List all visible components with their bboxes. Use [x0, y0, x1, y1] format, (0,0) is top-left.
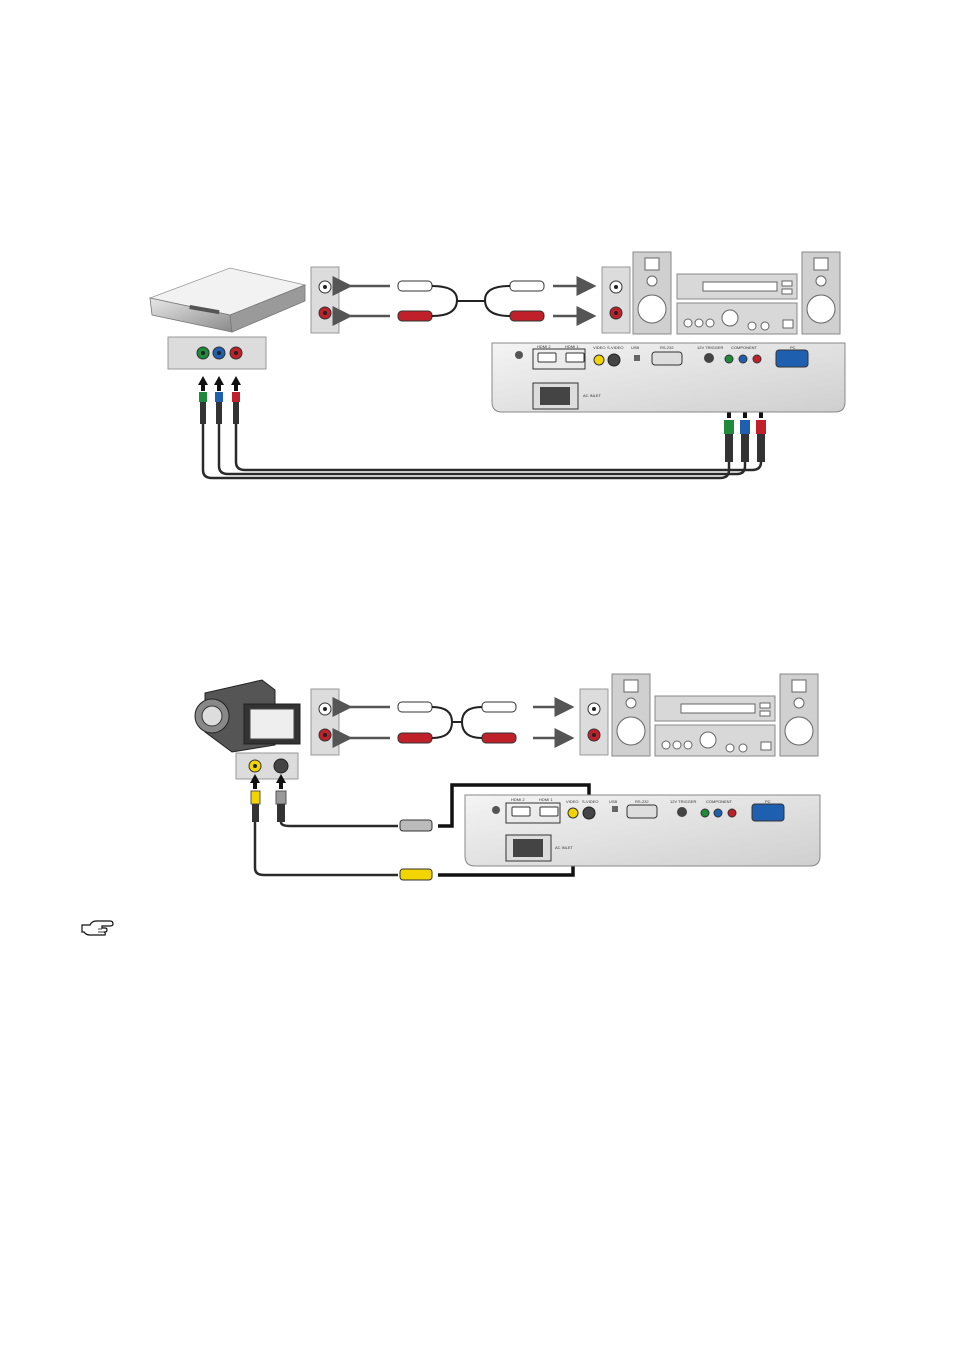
- svideo-lead: [438, 783, 591, 828]
- arrows-into-source: [198, 376, 241, 391]
- label-ac-inlet: AC INLET: [583, 393, 602, 398]
- camcorder-plugs: [250, 790, 287, 822]
- label-component: COMPONENT: [731, 345, 758, 350]
- label-hdmi2: HDMI 2: [537, 344, 551, 349]
- label2-usb: USB: [609, 799, 618, 804]
- source-audio-output-panel: [310, 266, 340, 334]
- svideo-cable: [279, 821, 398, 828]
- dvd-player-icon: [148, 267, 307, 333]
- label2-trigger: 12V TRIGGER: [670, 799, 696, 804]
- component-cables: [201, 424, 763, 480]
- hifi2-audio-input-panel: [579, 688, 609, 756]
- label2-ac-inlet: AC INLET: [555, 845, 574, 850]
- label-rs232: RS-232: [660, 345, 674, 350]
- camcorder-output-panel: [235, 752, 299, 780]
- hifi-system-icon: [632, 251, 841, 335]
- label-hdmi1: HDMI 1: [565, 344, 579, 349]
- hifi-system-2-icon: [611, 673, 819, 757]
- source2-audio-output-panel: [310, 688, 340, 756]
- diagram-video-svideo-connection: HDMI 2 HDMI 1 VIDEO S-VIDEO USB RS-232 1…: [194, 673, 821, 881]
- label2-pc: PC: [765, 799, 771, 804]
- source-component-output-panel: [167, 336, 267, 370]
- video-cable: [253, 822, 398, 877]
- projector-rear-panel: HDMI 2 HDMI 1 VIDEO S-VIDEO USB RS-232 1…: [491, 342, 846, 413]
- projector-rear-panel-2: HDMI 2 HDMI 1 VIDEO S-VIDEO USB RS-232 1…: [464, 794, 821, 867]
- label-usb: USB: [631, 345, 640, 350]
- label2-hdmi1: HDMI 1: [539, 797, 553, 802]
- arrows-into-camcorder: [250, 774, 286, 789]
- video-plug: [399, 868, 433, 881]
- component-plugs-projector: [724, 420, 766, 462]
- audio-cable: [332, 276, 597, 326]
- label2-hdmi2: HDMI 2: [511, 797, 525, 802]
- svideo-plug: [399, 819, 433, 832]
- label2-video: VIDEO: [566, 799, 578, 804]
- camcorder-icon: [194, 679, 301, 753]
- label-pc: PC: [790, 345, 796, 350]
- label2-rs232: RS-232: [635, 799, 649, 804]
- label2-svideo: S-VIDEO: [582, 799, 598, 804]
- label2-component: COMPONENT: [706, 799, 733, 804]
- audio-cable-2: [332, 697, 575, 748]
- diagram-component-connection: HDMI 2 HDMI 1 VIDEO S-VIDEO USB RS-232 1…: [148, 251, 846, 480]
- label-svideo: S-VIDEO: [607, 345, 623, 350]
- component-plugs-source: [199, 392, 240, 424]
- hifi-audio-input-panel: [601, 266, 631, 334]
- pointing-hand-icon: [81, 920, 114, 936]
- label-video: VIDEO: [593, 345, 605, 350]
- label-trigger: 12V TRIGGER: [697, 345, 723, 350]
